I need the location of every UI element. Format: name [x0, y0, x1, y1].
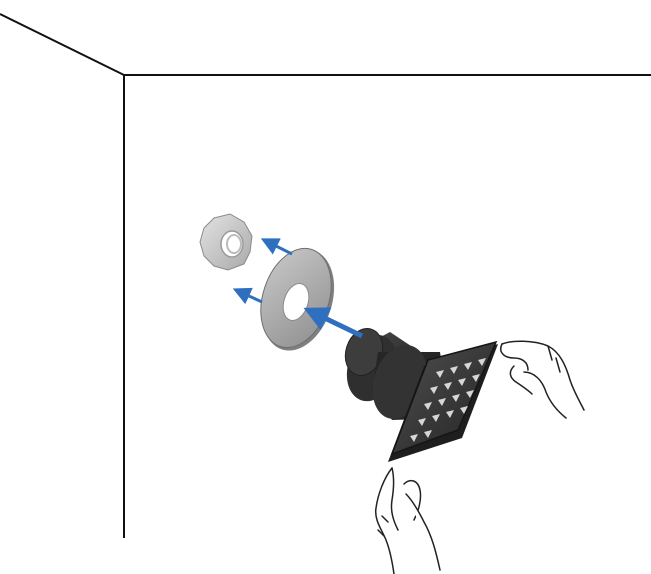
wall-diagonal-line — [0, 14, 124, 75]
left-hand — [376, 468, 440, 574]
right-hand — [501, 341, 584, 418]
washer-direction-arrow — [236, 290, 262, 302]
lock-nut — [200, 214, 252, 270]
washer-ring — [249, 239, 347, 360]
nut-direction-arrow — [264, 240, 292, 254]
